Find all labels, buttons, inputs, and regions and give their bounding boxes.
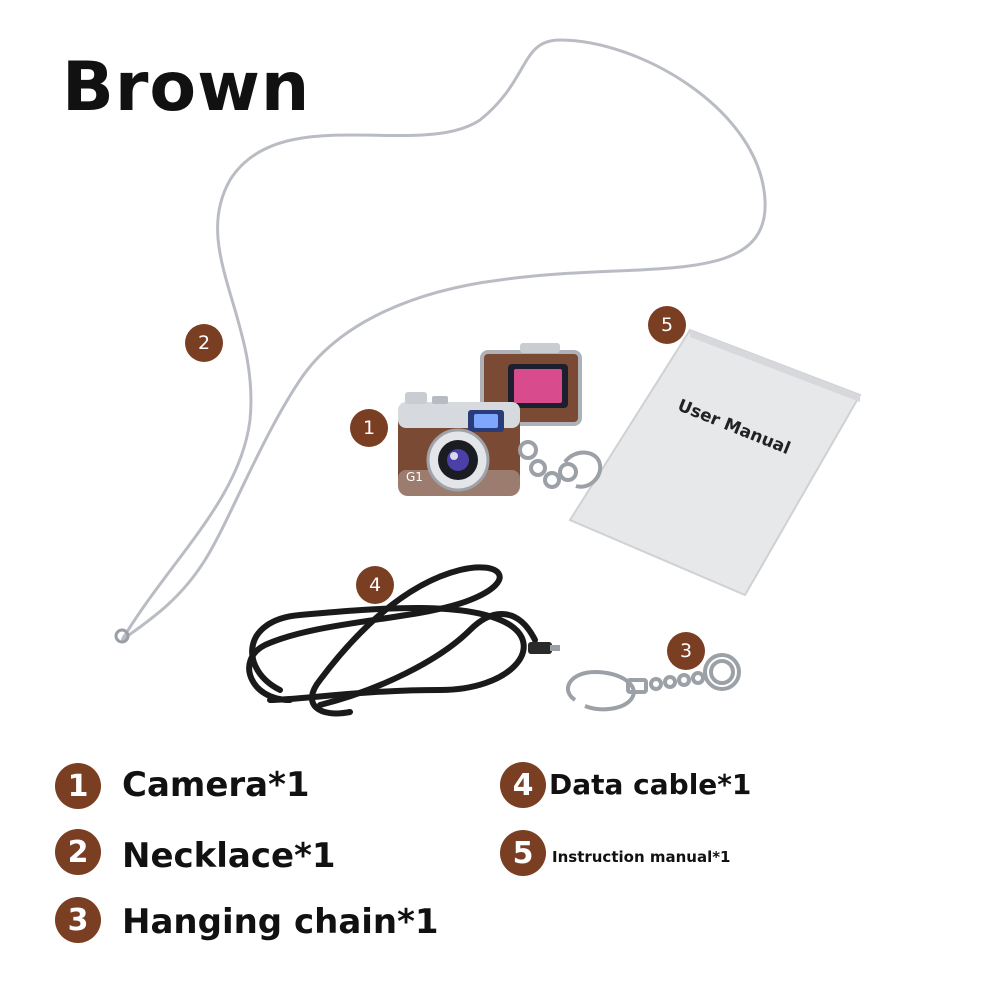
necklace-clasp bbox=[114, 628, 130, 644]
camera-front bbox=[398, 392, 520, 496]
necklace-chain bbox=[120, 38, 767, 642]
user-manual-booklet bbox=[568, 328, 862, 597]
callout-badge-1: 1 bbox=[350, 409, 388, 447]
legend-badge-4: 4 bbox=[500, 762, 546, 808]
camera-keychain bbox=[518, 440, 603, 489]
legend-badge-1: 1 bbox=[55, 763, 101, 809]
legend-label-camera: Camera*1 bbox=[122, 765, 310, 805]
cable-plug bbox=[528, 642, 552, 654]
legend-label-necklace: Necklace*1 bbox=[122, 836, 336, 876]
legend-badge-3: 3 bbox=[55, 897, 101, 943]
callout-badge-4: 4 bbox=[356, 566, 394, 604]
callout-badge-5: 5 bbox=[648, 306, 686, 344]
page-title: Brown bbox=[62, 48, 311, 127]
legend-label-instruction-manual: Instruction manual*1 bbox=[552, 848, 731, 866]
hanging-chain bbox=[566, 653, 741, 712]
legend-label-data-cable: Data cable*1 bbox=[549, 768, 752, 801]
legend-label-hanging-chain: Hanging chain*1 bbox=[122, 902, 439, 942]
callout-badge-3: 3 bbox=[667, 632, 705, 670]
data-cable bbox=[246, 564, 538, 717]
legend-badge-5: 5 bbox=[500, 830, 546, 876]
camera-model-label: G1 bbox=[406, 470, 423, 484]
cable-connector bbox=[550, 645, 560, 651]
callout-badge-2: 2 bbox=[185, 324, 223, 362]
legend-badge-2: 2 bbox=[55, 829, 101, 875]
